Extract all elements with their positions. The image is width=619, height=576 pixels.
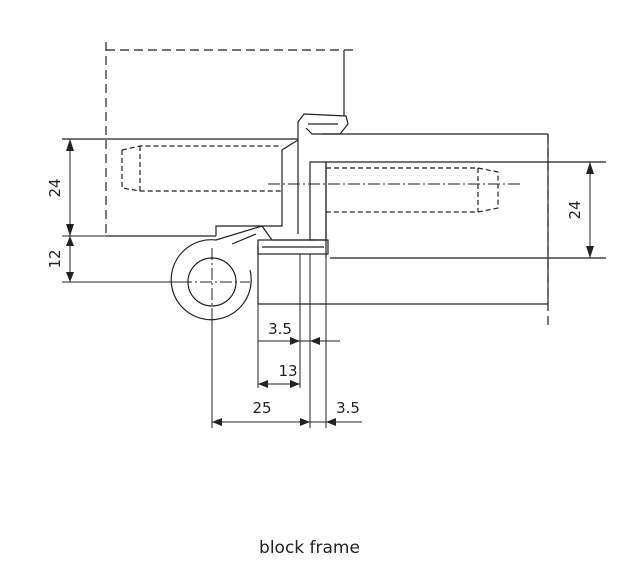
centre-lines: [180, 183, 520, 318]
door-outline-dashed: [105, 42, 356, 236]
bottom-dimension-lines: [211, 254, 362, 428]
caption-label: block frame: [259, 538, 360, 558]
right-dimension-lines: [586, 162, 594, 258]
top-clip: [297, 113, 349, 140]
right-pin-dashed: [326, 167, 499, 213]
dim-width-d: 3.5: [336, 399, 360, 417]
dim-right-height: 24: [566, 200, 584, 219]
bearing-plate: [257, 239, 329, 255]
dim-width-a: 3.5: [268, 320, 292, 338]
left-leaf: [62, 138, 299, 237]
right-leaf: [309, 161, 327, 258]
dim-width-b: 13: [278, 362, 297, 380]
dim-left-lower: 12: [46, 249, 64, 268]
dim-left-upper: 24: [46, 178, 64, 197]
left-pin-dashed: [121, 145, 282, 192]
left-dimension-lines: [62, 139, 180, 283]
hinge-technical-drawing: 24 12 24 3.5 13 25 3.5: [46, 42, 606, 428]
dim-width-c: 25: [252, 399, 271, 417]
